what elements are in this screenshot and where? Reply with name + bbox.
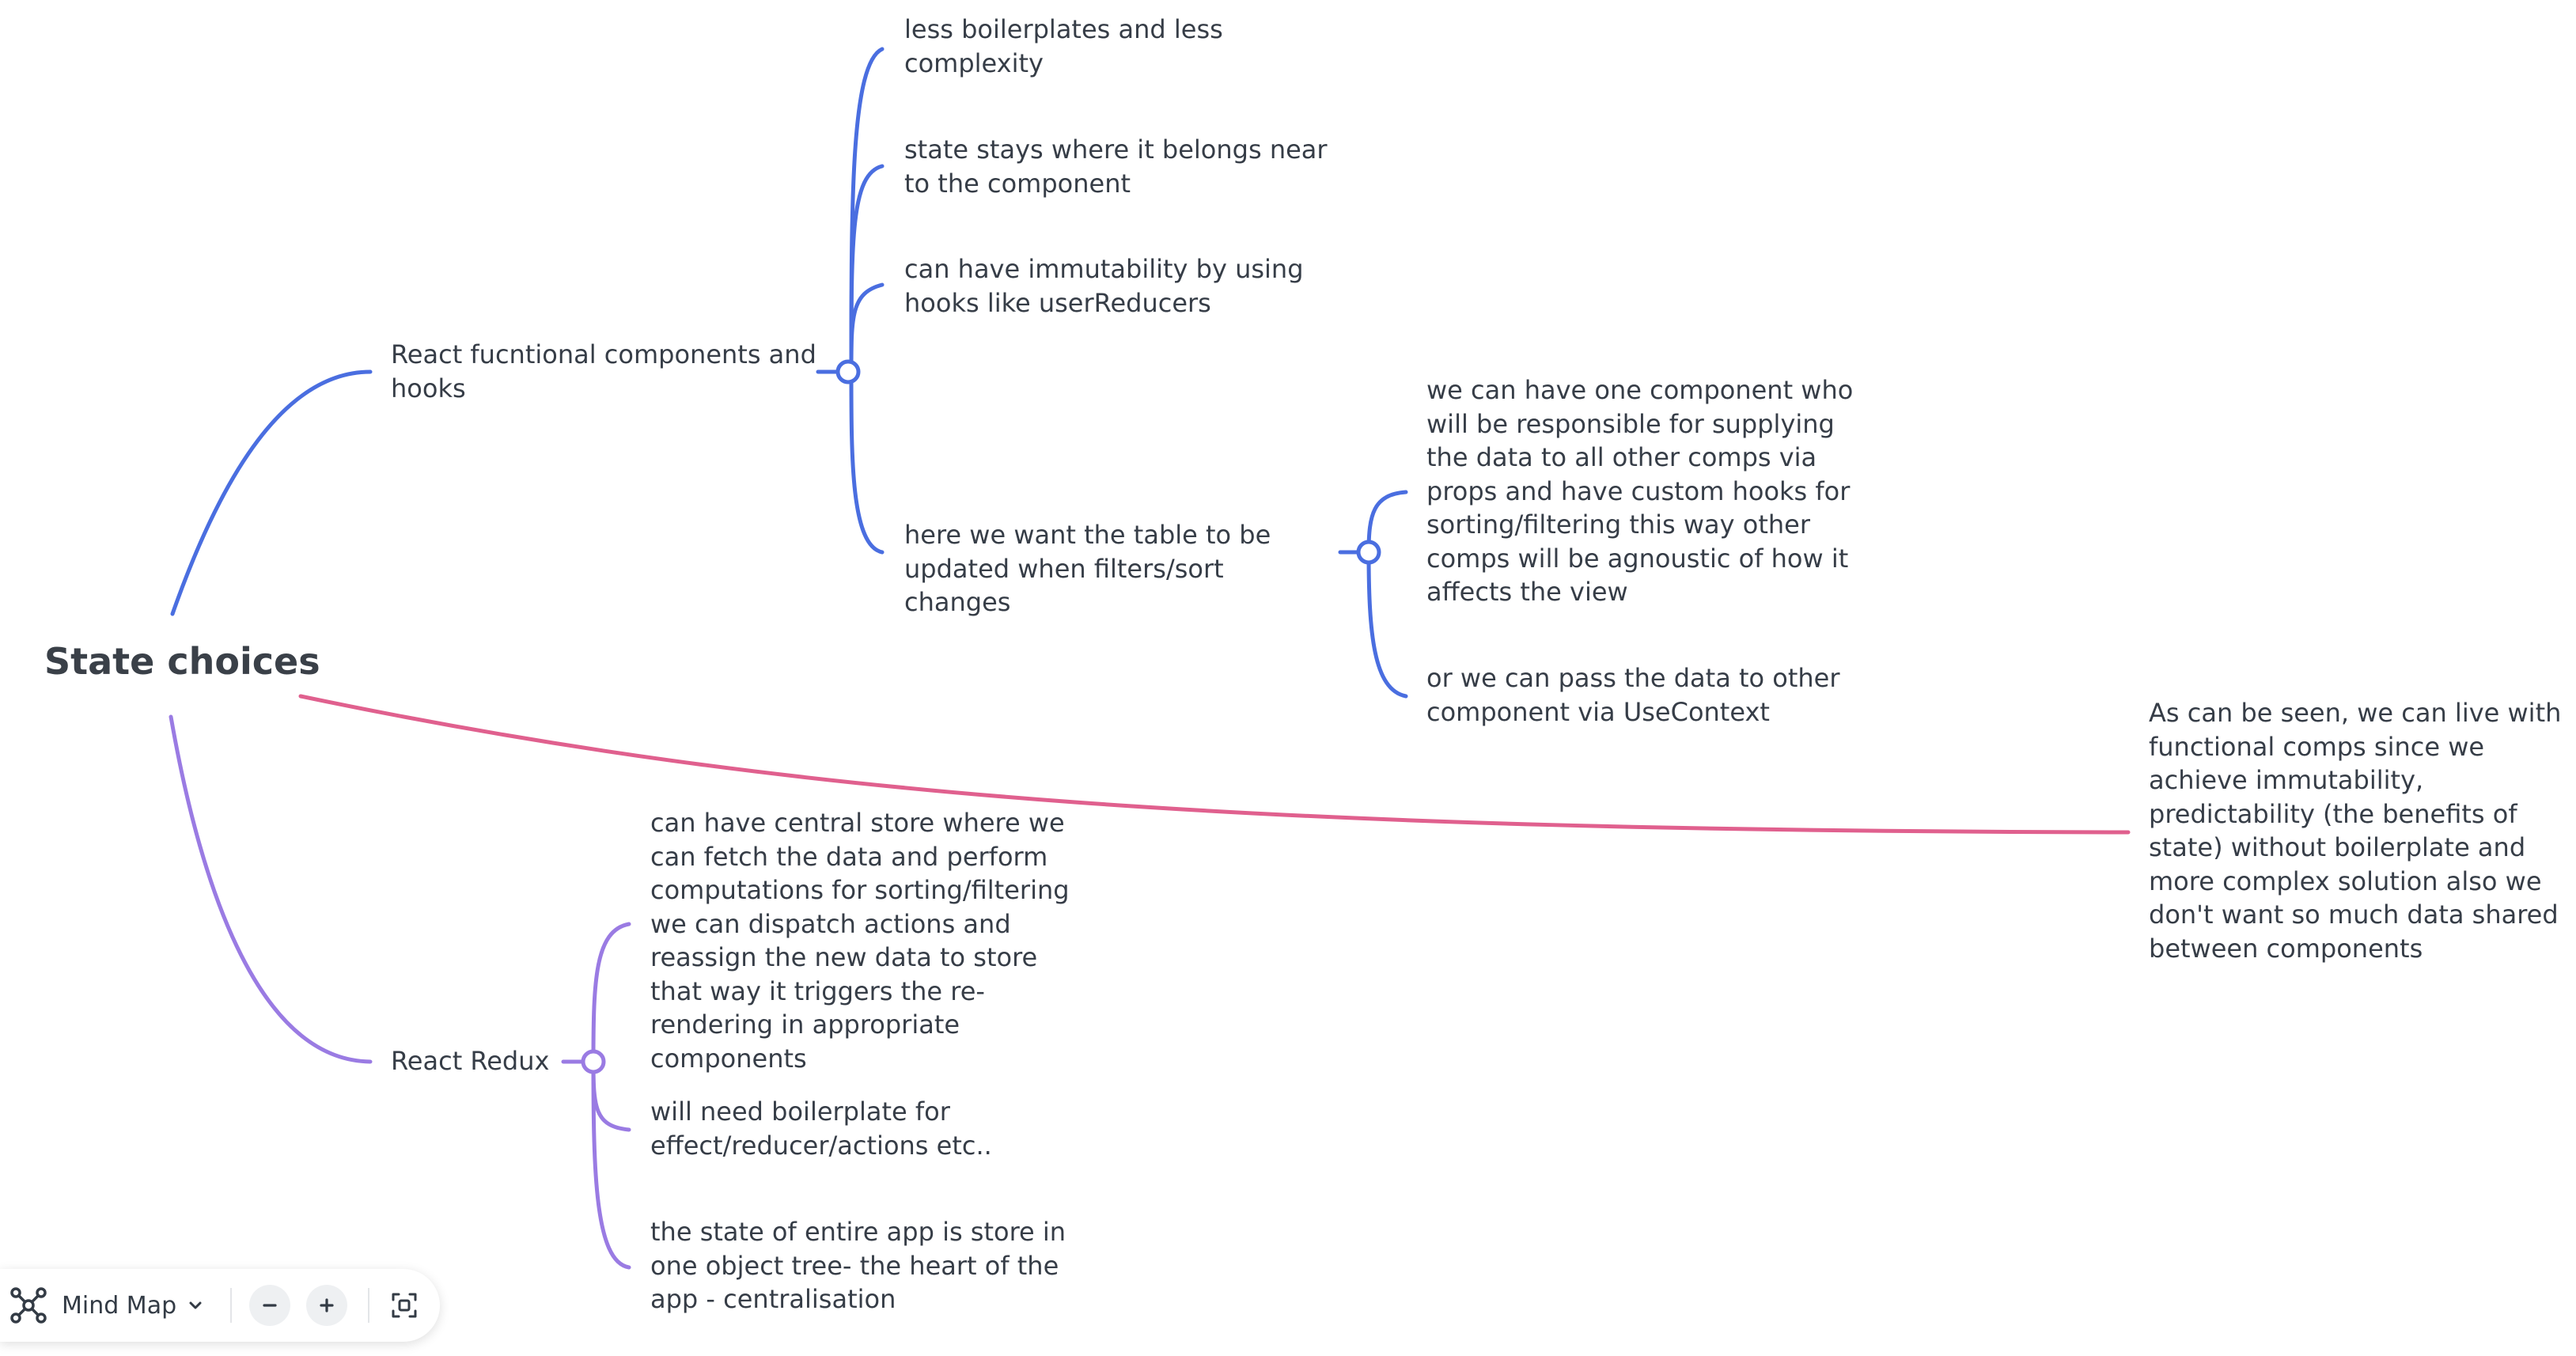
subtopic-use-context[interactable]: or we can pass the data to other compone… bbox=[1426, 663, 1840, 727]
mindmap-icon bbox=[10, 1287, 47, 1324]
subtopic-state-near-component[interactable]: state stays where it belongs near to the… bbox=[904, 134, 1328, 199]
zoom-out-button[interactable] bbox=[249, 1285, 291, 1326]
subtopic-redux-boilerplate[interactable]: will need boilerplate for effect/reducer… bbox=[650, 1097, 992, 1161]
link-functional-c2 bbox=[849, 164, 885, 374]
collapse-toggle-redux[interactable] bbox=[581, 1049, 606, 1074]
zoom-in-button[interactable] bbox=[306, 1285, 348, 1326]
link-root-functional bbox=[170, 369, 373, 616]
link-functional-c3 bbox=[849, 282, 885, 374]
chevron-down-icon bbox=[188, 1297, 203, 1313]
fit-screen-icon bbox=[392, 1293, 417, 1318]
subtopic-one-component-supplier[interactable]: we can have one component who will be re… bbox=[1426, 375, 1854, 607]
collapse-toggle-functional[interactable] bbox=[835, 359, 861, 384]
collapse-toggle-table[interactable] bbox=[1356, 540, 1381, 565]
link-root-redux bbox=[169, 714, 373, 1064]
subtopic-immutability-hooks[interactable]: can have immutability by using hooks lik… bbox=[904, 254, 1304, 318]
subtopic-central-store[interactable]: can have central store where we can fetc… bbox=[650, 808, 1070, 1074]
zoom-out-icon bbox=[263, 1304, 277, 1307]
toolbar-divider bbox=[368, 1288, 370, 1323]
link-functional-c4 bbox=[849, 369, 885, 555]
mindmap-toolbar: Mind Map bbox=[0, 1269, 440, 1342]
root-topic[interactable]: State choices bbox=[44, 640, 320, 683]
subtopic-single-object-tree[interactable]: the state of entire app is store in one … bbox=[650, 1217, 1066, 1314]
view-mode-dropdown[interactable]: Mind Map bbox=[9, 1278, 203, 1333]
topic-react-redux[interactable]: React Redux bbox=[391, 1046, 550, 1076]
fit-to-screen-button[interactable] bbox=[382, 1283, 426, 1328]
topic-functional-components[interactable]: React fucntional components and hooks bbox=[391, 339, 816, 403]
link-root-conclusion bbox=[298, 694, 2131, 835]
view-mode-label: Mind Map bbox=[62, 1291, 177, 1320]
zoom-in-icon bbox=[320, 1298, 334, 1312]
link-redux-c1 bbox=[591, 922, 631, 1064]
link-redux-c3 bbox=[591, 1059, 631, 1270]
topic-conclusion[interactable]: As can be seen, we can live with functio… bbox=[2149, 698, 2562, 964]
toolbar-divider bbox=[230, 1288, 233, 1323]
subtopic-less-boilerplate[interactable]: less boilerplates and less complexity bbox=[904, 14, 1223, 78]
subtopic-table-updates[interactable]: here we want the table to be updated whe… bbox=[904, 520, 1271, 617]
link-table-g2 bbox=[1366, 550, 1408, 699]
